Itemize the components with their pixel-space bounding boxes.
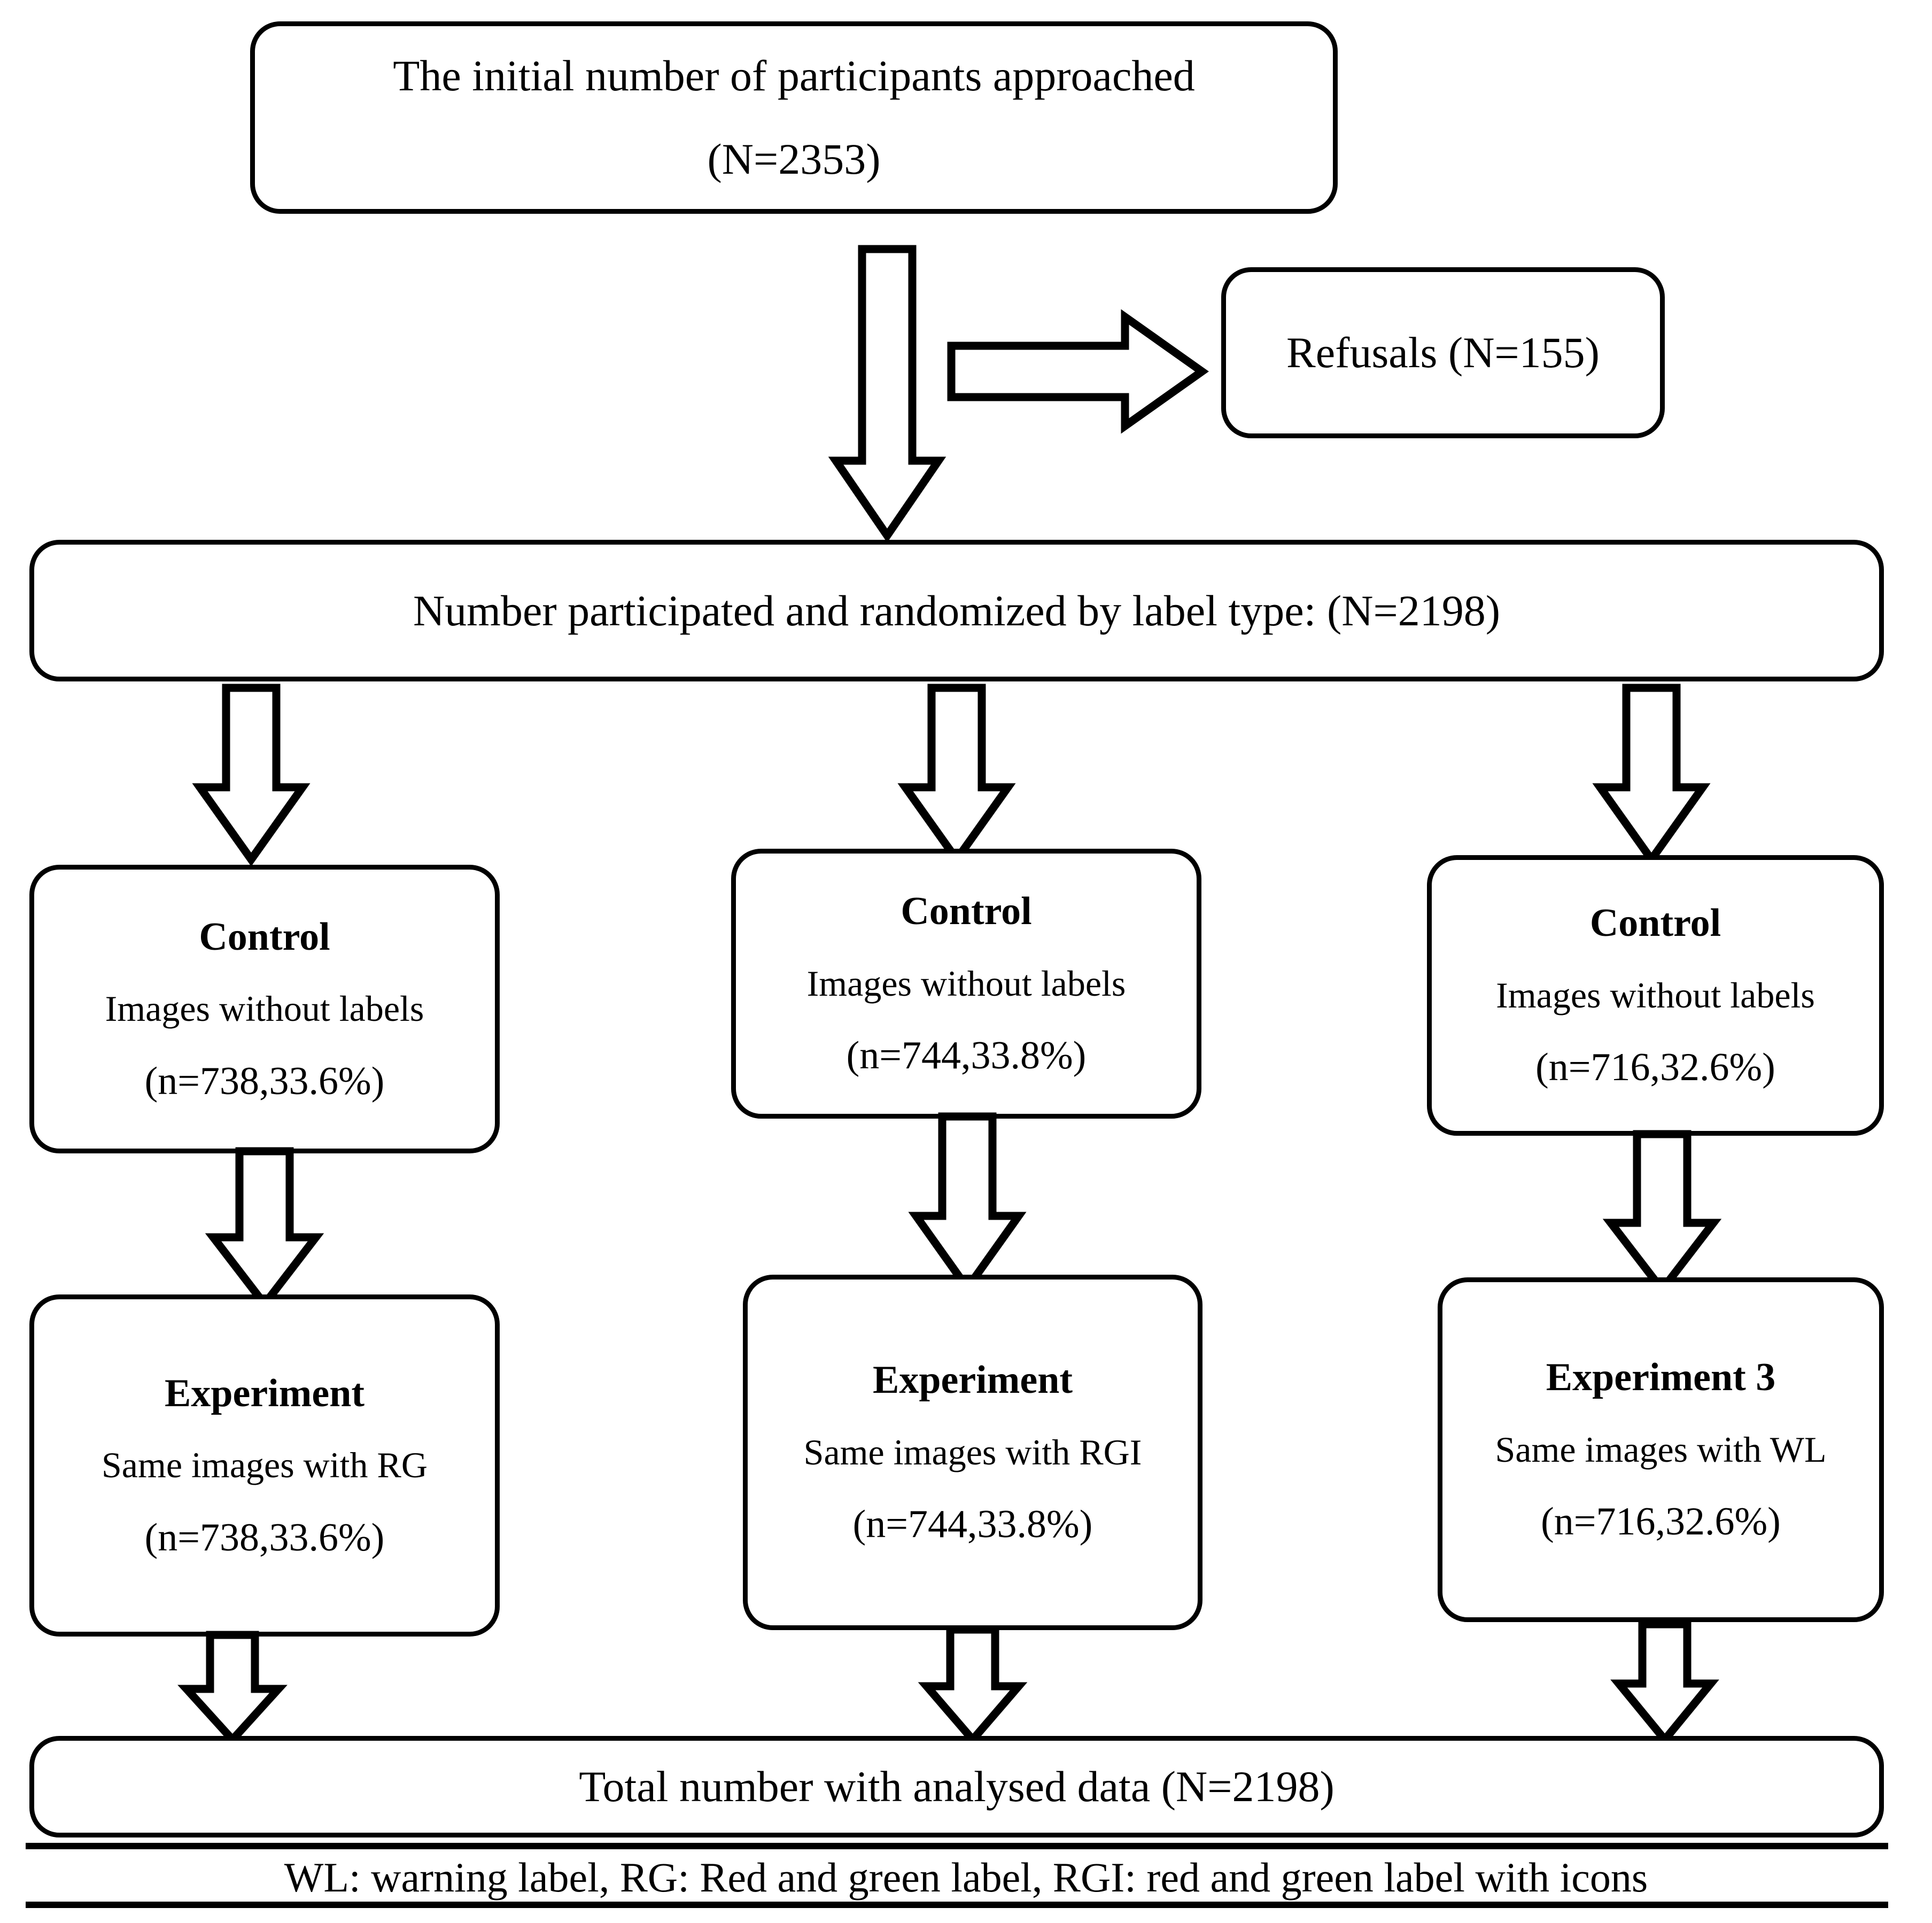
node-experiment-2-heading: Experiment	[872, 1358, 1073, 1402]
footnote-legend: WL: warning label, RG: Red and green lab…	[284, 1854, 1648, 1901]
arrow-initial-to-randomized	[828, 245, 946, 543]
node-experiment-1-heading: Experiment	[164, 1371, 365, 1415]
node-total-analysed-line1: Total number with analysed data (N=2198)	[579, 1762, 1334, 1811]
node-experiment-2-line1: Same images with RGI	[803, 1431, 1142, 1472]
node-randomized-line1: Number participated and randomized by la…	[413, 586, 1501, 635]
arrow-control3-to-experiment3	[1602, 1130, 1722, 1297]
node-control-1-heading: Control	[199, 914, 330, 959]
arrow-randomized-to-control2	[897, 684, 1016, 866]
node-control-2-line2: (n=744,33.8%)	[846, 1034, 1087, 1078]
footnote-rule-top	[26, 1843, 1888, 1849]
node-control-2: Control Images without labels (n=744,33.…	[731, 849, 1201, 1119]
node-experiment-2-line2: (n=744,33.8%)	[852, 1502, 1093, 1547]
node-control-2-line1: Images without labels	[806, 963, 1126, 1004]
node-control-2-heading: Control	[901, 889, 1032, 934]
footnote-rule-bottom	[26, 1902, 1888, 1908]
node-control-1-line2: (n=738,33.6%)	[144, 1059, 385, 1103]
node-experiment-3-line2: (n=716,32.6%)	[1541, 1500, 1781, 1544]
node-experiment-1-line2: (n=738,33.6%)	[144, 1515, 385, 1560]
node-control-3-heading: Control	[1589, 901, 1721, 945]
node-refusals: Refusals (N=155)	[1221, 267, 1665, 438]
node-experiment-2: Experiment Same images with RGI (n=744,3…	[743, 1275, 1202, 1630]
node-control-1: Control Images without labels (n=738,33.…	[29, 865, 500, 1153]
arrow-control2-to-experiment2	[908, 1112, 1027, 1295]
arrow-randomized-to-control1	[192, 684, 311, 866]
node-total-analysed: Total number with analysed data (N=2198)	[29, 1736, 1884, 1837]
node-initial-participants-line2: (N=2353)	[707, 135, 881, 183]
node-control-3: Control Images without labels (n=716,32.…	[1427, 855, 1884, 1136]
arrow-initial-to-refusals	[947, 309, 1209, 434]
node-refusals-line1: Refusals (N=155)	[1286, 328, 1600, 377]
node-experiment-3-heading: Experiment 3	[1546, 1355, 1776, 1400]
node-initial-participants-line1: The initial number of participants appro…	[393, 51, 1195, 100]
arrow-control1-to-experiment1	[205, 1147, 324, 1311]
node-control-3-line2: (n=716,32.6%)	[1535, 1045, 1775, 1090]
node-randomized: Number participated and randomized by la…	[29, 540, 1884, 681]
arrow-experiment1-to-total	[177, 1631, 288, 1746]
node-experiment-1: Experiment Same images with RG (n=738,33…	[29, 1294, 500, 1637]
node-control-3-line1: Images without labels	[1496, 974, 1815, 1015]
arrow-experiment3-to-total	[1610, 1620, 1719, 1746]
arrow-randomized-to-control3	[1592, 684, 1711, 866]
node-control-1-line1: Images without labels	[105, 988, 424, 1029]
arrow-experiment2-to-total	[918, 1625, 1028, 1746]
node-initial-participants: The initial number of participants appro…	[250, 21, 1338, 214]
node-experiment-1-line1: Same images with RG	[101, 1445, 428, 1486]
node-experiment-3: Experiment 3 Same images with WL (n=716,…	[1438, 1277, 1884, 1622]
node-experiment-3-line1: Same images with WL	[1495, 1429, 1827, 1470]
